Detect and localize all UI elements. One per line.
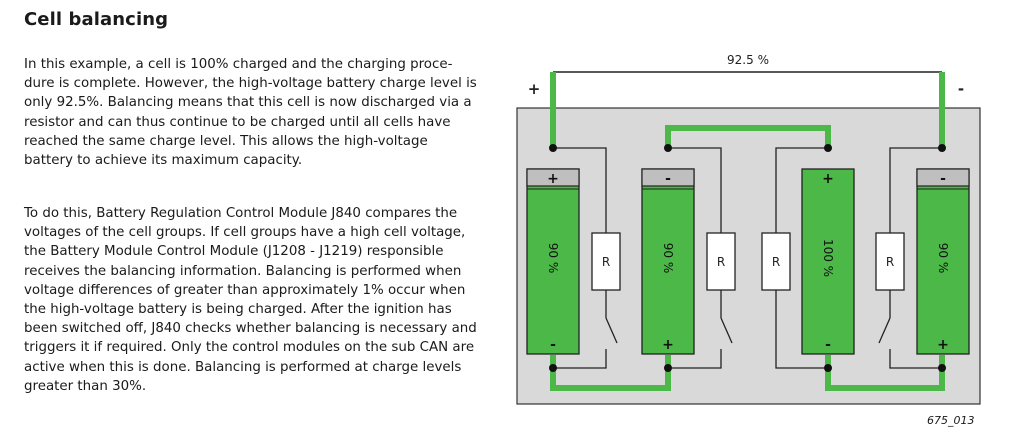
cell-charge-label: 90 % bbox=[661, 243, 675, 274]
battery-cell-3: + - 100 % bbox=[801, 168, 855, 355]
text-line: the Battery Module Control Module (J1208… bbox=[24, 244, 444, 260]
resistor bbox=[875, 232, 905, 291]
resistors: R R R R bbox=[591, 232, 905, 291]
total-charge-label: 92.5 % bbox=[727, 53, 769, 67]
section-title: Cell balancing bbox=[24, 9, 169, 30]
cell-bottom-terminal: + bbox=[937, 337, 949, 353]
cell-charge-label: 90 % bbox=[936, 243, 950, 274]
pack-connection: 92.5 % + - bbox=[528, 53, 964, 148]
text-line: reached the same charge level. This allo… bbox=[24, 133, 428, 149]
resistor-label: R bbox=[717, 255, 725, 269]
resistor bbox=[706, 232, 736, 291]
pack-minus-label: - bbox=[958, 80, 964, 98]
resistor-label: R bbox=[602, 255, 610, 269]
text-line: receives the balancing information. Bala… bbox=[24, 263, 462, 279]
cell-top-terminal: - bbox=[940, 171, 946, 187]
cell-top-terminal: + bbox=[822, 171, 834, 187]
battery-cell-4: - + 90 % bbox=[916, 168, 970, 355]
text-line: battery to achieve its maximum capacity. bbox=[24, 153, 303, 169]
balancing-circuits bbox=[553, 147, 942, 369]
junction-dots bbox=[549, 144, 946, 372]
figure-code: 675_013 bbox=[927, 414, 975, 427]
cell-charge-label: 100 % bbox=[821, 239, 835, 277]
resistor-label: R bbox=[772, 255, 780, 269]
text-line: been switched off, J840 checks whether b… bbox=[24, 321, 477, 337]
resistor-label: R bbox=[886, 255, 894, 269]
text-line: only 92.5%. Balancing means that this ce… bbox=[24, 95, 472, 111]
resistor bbox=[591, 232, 621, 291]
cell-balancing-diagram: 92.5 % + - R R R R bbox=[516, 53, 981, 405]
text-line: resistor and can thus continue to be cha… bbox=[24, 114, 451, 130]
cell-bottom-terminal: + bbox=[662, 337, 674, 353]
text-line: dure is complete. However, the high-volt… bbox=[24, 76, 477, 92]
cell-top-terminal: - bbox=[665, 171, 671, 187]
battery-cell-1: + - 90 % bbox=[526, 168, 580, 355]
paragraph-details: To do this, Battery Regulation Control M… bbox=[24, 204, 494, 396]
text-line: the high-voltage battery is being charge… bbox=[24, 302, 452, 318]
battery-panel bbox=[516, 107, 981, 405]
text-line: triggers it if required. Only the contro… bbox=[24, 340, 475, 356]
cell-top-terminal: + bbox=[547, 171, 559, 187]
pack-plus-label: + bbox=[528, 80, 541, 98]
resistor bbox=[761, 232, 791, 291]
paragraph-intro: In this example, a cell is 100% charged … bbox=[24, 55, 494, 170]
text-line: active when this is done. Balancing is p… bbox=[24, 359, 462, 375]
cell-bottom-terminal: - bbox=[825, 337, 831, 353]
text-line: In this example, a cell is 100% charged … bbox=[24, 57, 453, 72]
battery-cell-2: - + 90 % bbox=[641, 168, 695, 355]
text-line: To do this, Battery Regulation Control M… bbox=[24, 206, 458, 221]
cell-bottom-terminal: - bbox=[550, 337, 556, 353]
text-line: greater than 30%. bbox=[24, 378, 147, 394]
text-line: voltage differences of greater than appr… bbox=[24, 282, 466, 298]
text-line: voltages of the cell groups. If cell gro… bbox=[24, 225, 466, 241]
cell-charge-label: 90 % bbox=[546, 243, 560, 274]
